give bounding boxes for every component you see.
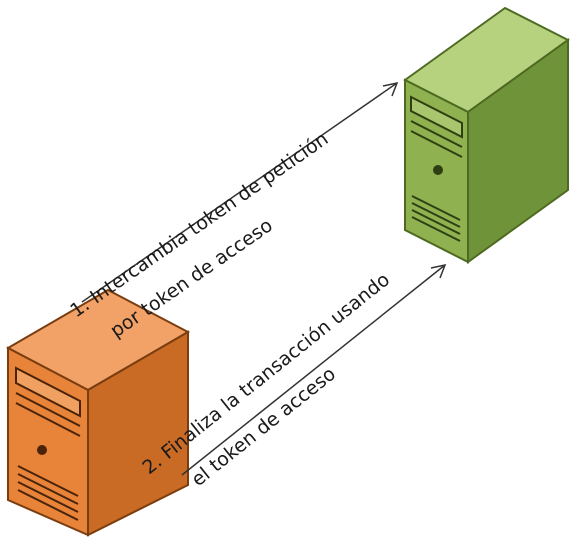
step-1-label-line1: 1. Intercambia token de petición xyxy=(66,128,332,322)
step-1-arrow xyxy=(81,81,399,303)
target-server-icon xyxy=(403,6,570,264)
target-server-drive-bays xyxy=(410,95,463,242)
step-2-arrow xyxy=(181,263,447,476)
origin-server-drive-bays xyxy=(15,366,81,521)
origin-server-icon xyxy=(5,288,191,537)
